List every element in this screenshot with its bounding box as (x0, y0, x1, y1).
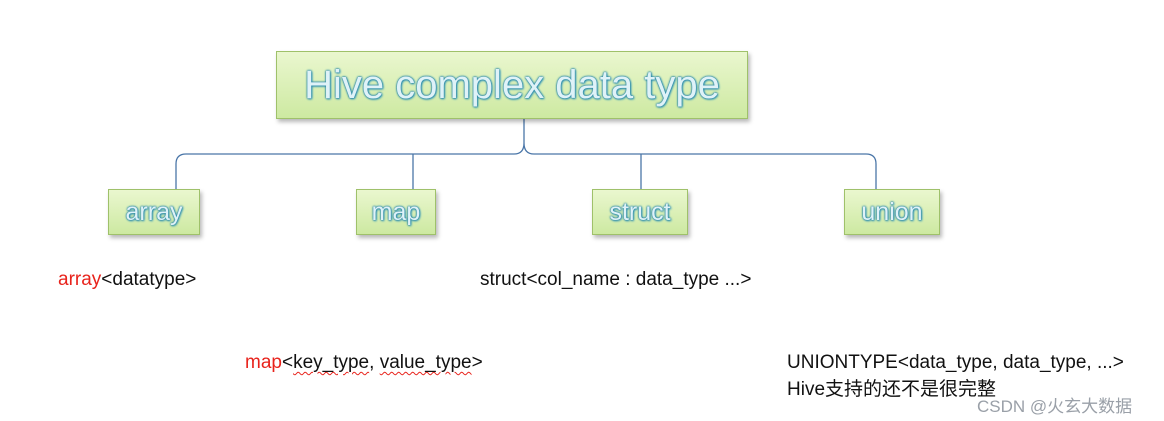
map-close-bracket: > (471, 352, 483, 373)
array-syntax-note: array<datatype> (58, 268, 196, 292)
array-syntax-rest: <datatype> (101, 269, 197, 290)
union-syntax-note: UNIONTYPE<data_type, data_type, ...> (787, 352, 1124, 373)
node-struct: struct (592, 189, 688, 235)
array-keyword: array (58, 269, 102, 290)
node-union: union (844, 189, 940, 235)
map-key-type: key_type (293, 352, 370, 373)
node-array-label: array (125, 197, 183, 226)
map-separator: , (369, 352, 380, 373)
csdn-watermark: CSDN @火玄大数据 (977, 397, 1133, 416)
node-map-label: map (371, 197, 421, 226)
node-array: array (108, 189, 200, 235)
node-union-label: union (861, 197, 923, 226)
map-value-type: value_type (379, 352, 472, 373)
map-open-bracket: < (281, 352, 294, 373)
union-remark-note: Hive支持的还不是很完整 (787, 379, 997, 400)
map-keyword: map (245, 352, 282, 373)
node-map: map (356, 189, 436, 235)
root-node-label: Hive complex data type (304, 62, 720, 107)
root-node: Hive complex data type (276, 51, 748, 119)
bracket-horizontal (175, 153, 877, 165)
root-bracket-stem (513, 119, 535, 155)
node-struct-label: struct (609, 197, 671, 226)
map-syntax-note: map<key_type, value_type> (245, 351, 483, 375)
struct-syntax-note: struct<col_name : data_type ...> (480, 269, 752, 290)
